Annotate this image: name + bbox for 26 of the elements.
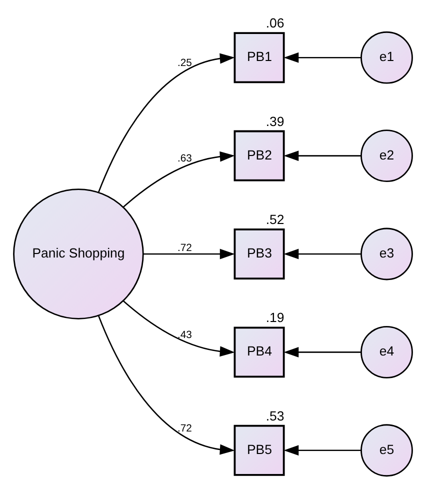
edge-label: .63: [176, 153, 192, 164]
arrow: [122, 300, 234, 357]
arrow: [283, 445, 361, 456]
node-circle: e5: [360, 424, 412, 477]
node-label: .52: [265, 212, 284, 227]
edge-label: .43: [176, 330, 192, 341]
node-circle: e4: [360, 326, 412, 378]
node-label: .06: [265, 16, 284, 31]
node-circle: e3: [360, 228, 412, 280]
edge-label: .25: [176, 58, 192, 69]
arrow: [97, 315, 234, 455]
arrow: [97, 53, 234, 193]
node-label: .53: [265, 408, 284, 424]
arrow: [142, 248, 234, 260]
arrow: [283, 346, 361, 358]
arrow: [283, 52, 361, 63]
arrow: [122, 151, 234, 208]
arrow: [283, 248, 361, 260]
node-label: .19: [265, 310, 284, 326]
node-label: .39: [265, 114, 284, 129]
node-circle: e2: [360, 130, 412, 182]
node-circle: Panic Shopping: [12, 188, 144, 320]
arrow: [283, 150, 361, 162]
edge-label: .72: [176, 242, 192, 254]
edge-label: .72: [176, 423, 192, 434]
node-circle: e1: [360, 31, 412, 84]
